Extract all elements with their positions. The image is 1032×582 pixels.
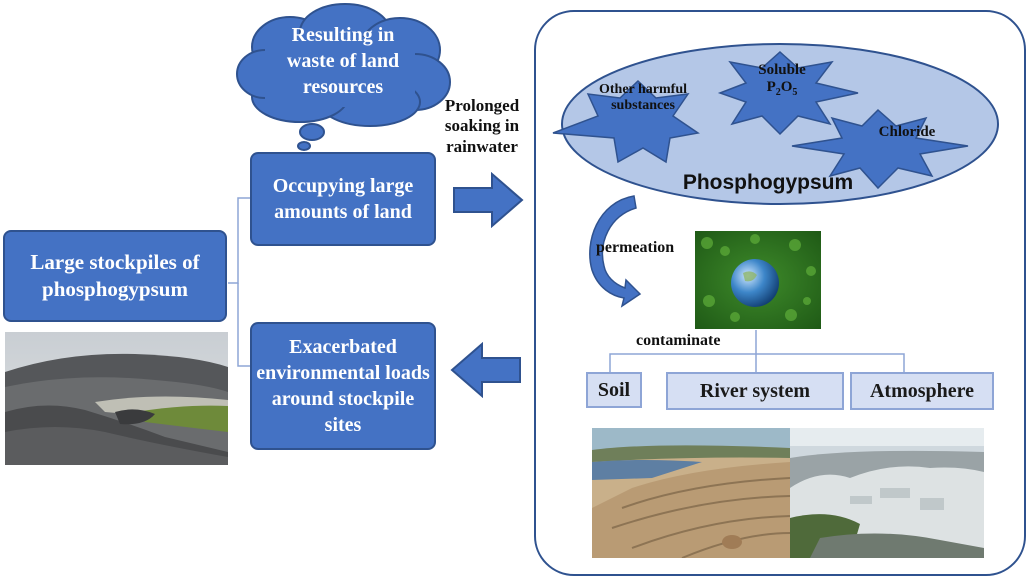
atmosphere-photo — [790, 428, 984, 558]
soaking-label: Prolonged soaking in rainwater — [444, 96, 520, 156]
contaminate-label: contaminate — [636, 332, 721, 349]
arrow-right-icon — [453, 172, 524, 228]
occupying-text: Occupying large amounts of land — [272, 175, 414, 223]
cloud-shape — [236, 3, 451, 151]
phosphogypsum-ellipse — [552, 43, 999, 205]
star-chloride-shape — [791, 108, 969, 190]
soluble-line1: Soluble — [758, 62, 806, 78]
stockpiles-text: Large stockpiles of phosphogypsum — [30, 249, 200, 301]
river-system-box: River system — [666, 372, 844, 410]
stockpiles-box: Large stockpiles of phosphogypsum — [3, 230, 227, 322]
atmosphere-box: Atmosphere — [850, 372, 994, 410]
exacerbated-box: Exacerbated environmental loads around s… — [250, 322, 436, 450]
star-other-shape — [552, 79, 700, 164]
occupying-box: Occupying large amounts of land — [250, 152, 436, 246]
earth-leaves-image — [695, 231, 821, 329]
star-soluble-text: Soluble P2O5 — [742, 62, 822, 99]
stockpile-photo — [5, 332, 228, 465]
phosphogypsum-title: Phosphogypsum — [682, 171, 854, 194]
star-soluble-shape — [717, 50, 859, 136]
exacerbated-text: Exacerbated environmental loads around s… — [256, 336, 430, 436]
soil-river-photo — [592, 428, 790, 558]
arrow-left-icon — [450, 342, 521, 398]
curved-arrow-icon — [589, 195, 642, 308]
star-other-text: Other harmful substances — [598, 82, 687, 114]
star-chloride-text: Chloride — [878, 124, 936, 140]
permeation-label: permeation — [596, 239, 675, 256]
soluble-line2: P2O5 — [766, 79, 798, 99]
soil-box: Soil — [586, 372, 642, 408]
cloud-text: Resulting in waste of land resources — [286, 24, 400, 98]
